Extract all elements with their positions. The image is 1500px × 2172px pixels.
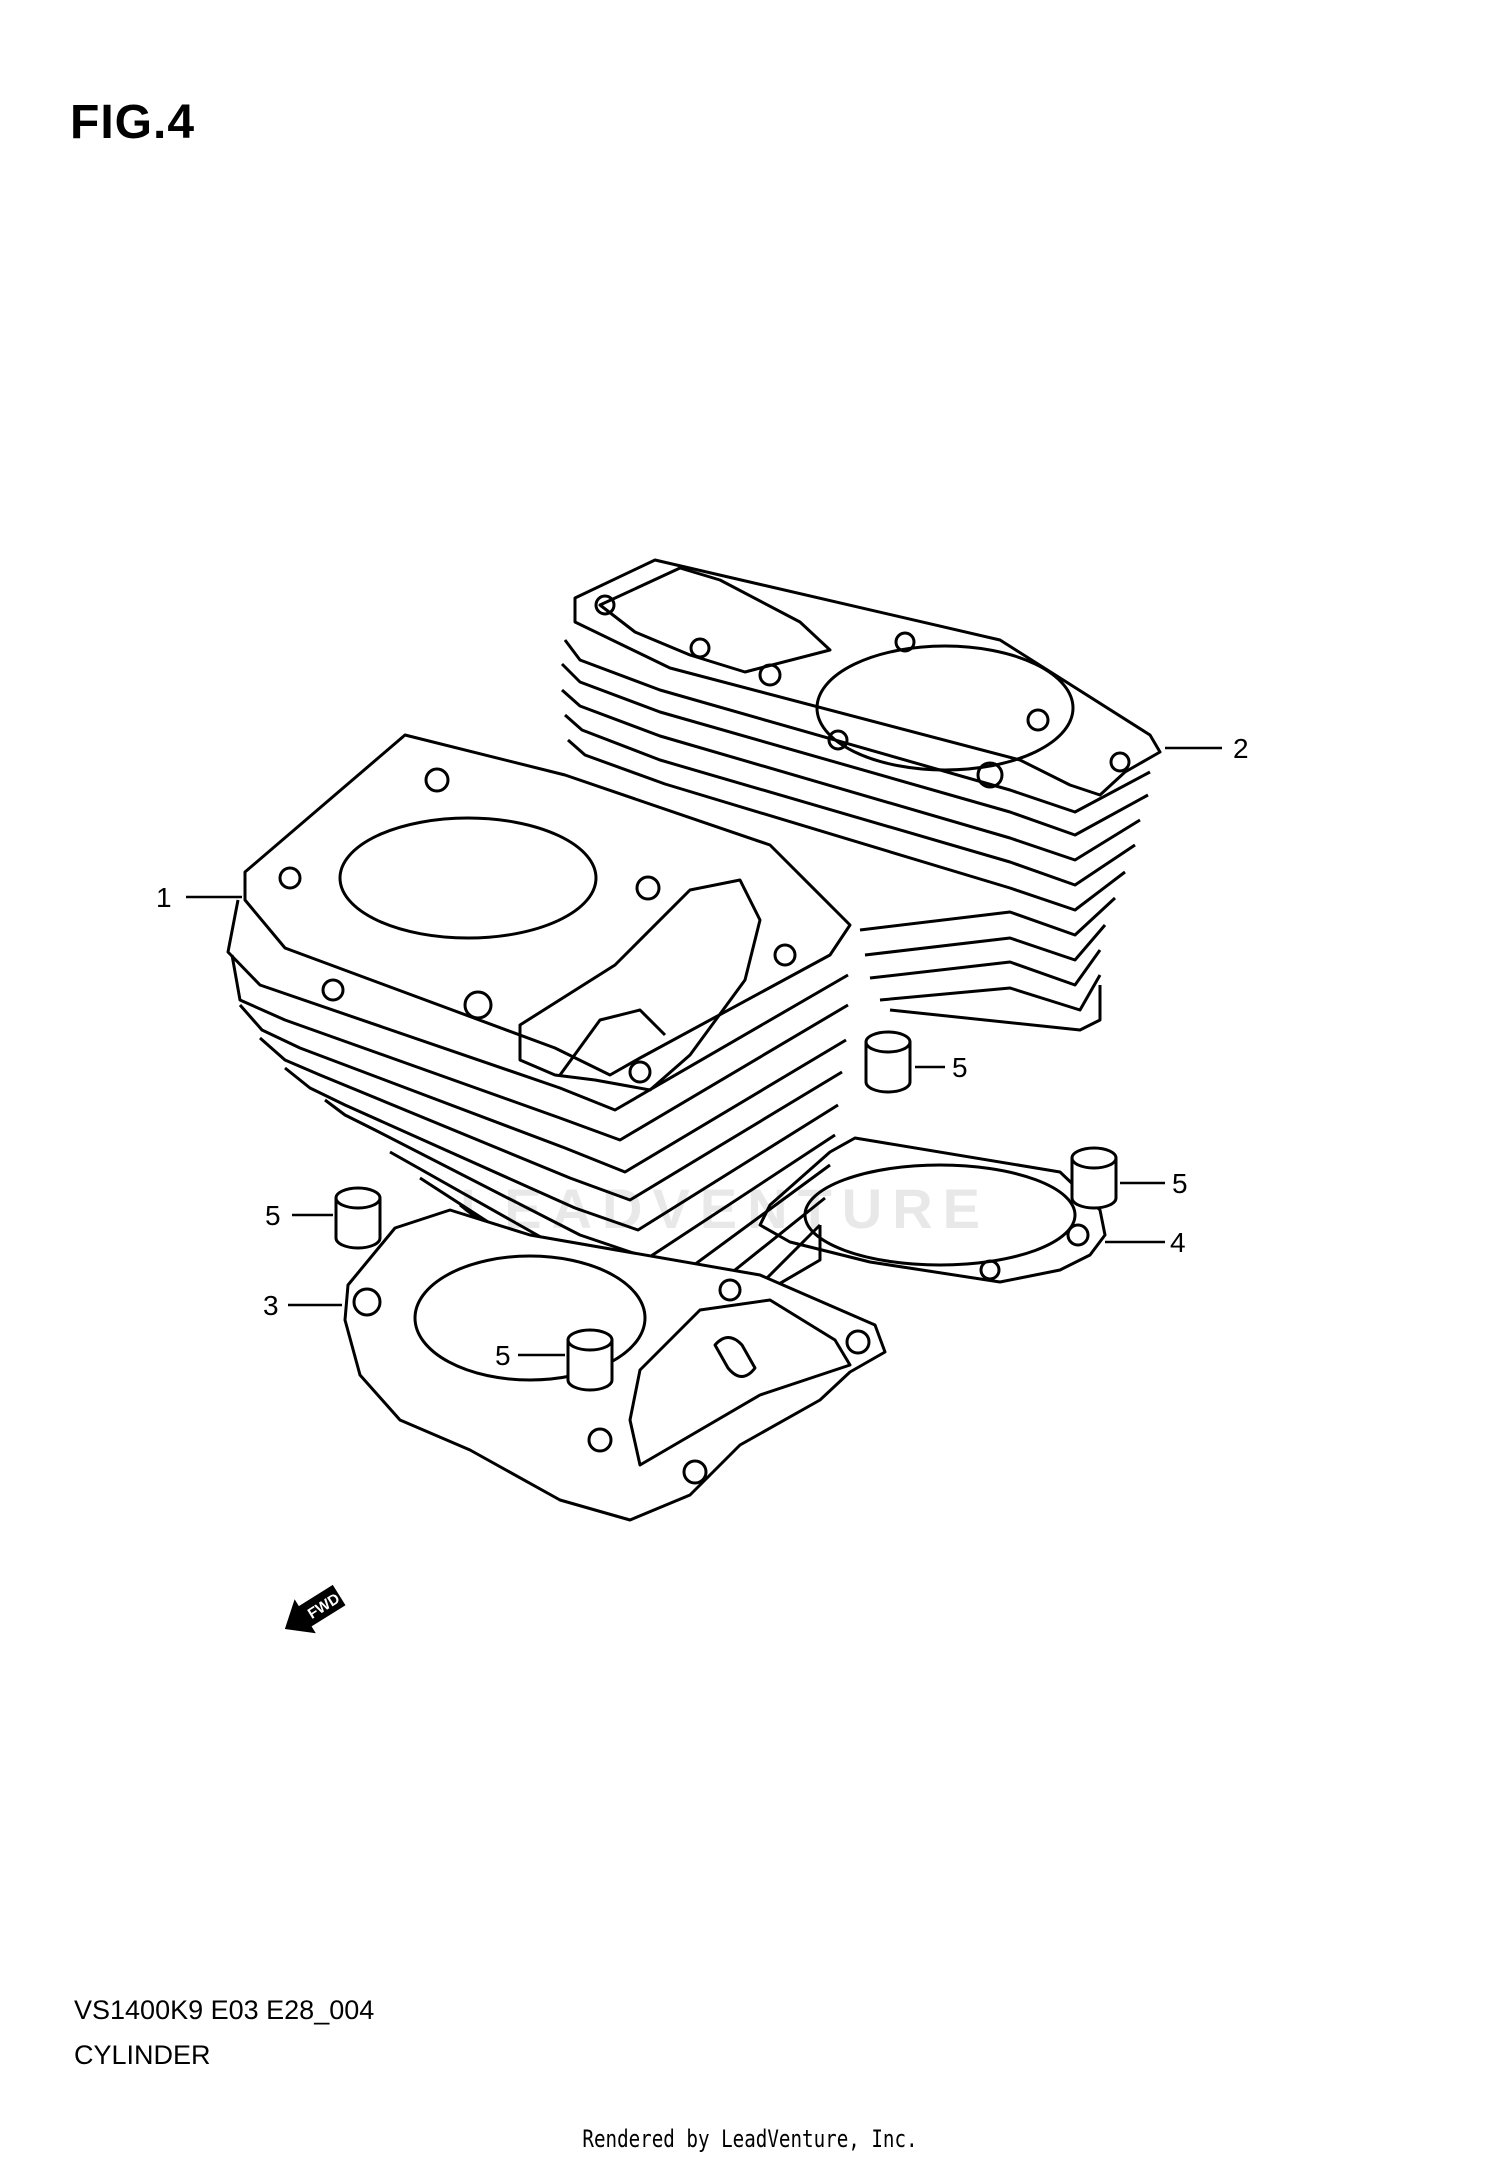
callout-5-d: 5 [495,1340,511,1371]
callout-1: 1 [156,882,172,913]
watermark: LEADVENTURE [460,1177,990,1240]
callout-5-b: 5 [1172,1168,1188,1199]
dowel-pin-a [864,1030,912,1094]
callout-3: 3 [263,1290,279,1321]
dowel-pin-c [334,1186,382,1250]
rear-cylinder [560,558,1162,1032]
callout-4: 4 [1170,1227,1186,1258]
fwd-arrow-icon: FWD [284,1584,346,1634]
render-credit: Rendered by LeadVenture, Inc. [582,2125,918,2153]
front-gasket [343,1208,887,1522]
figure-title: FIG.4 [70,96,196,149]
rear-gasket [758,1136,1107,1284]
diagram-caption: CYLINDER [74,2040,211,2070]
callout-5-a: 5 [952,1052,968,1083]
callout-2: 2 [1233,733,1249,764]
dowel-pin-b [1070,1146,1118,1210]
dowel-pin-d [566,1328,614,1392]
callout-5-c: 5 [265,1200,281,1231]
diagram-code: VS1400K9 E03 E28_004 [74,1995,375,2025]
